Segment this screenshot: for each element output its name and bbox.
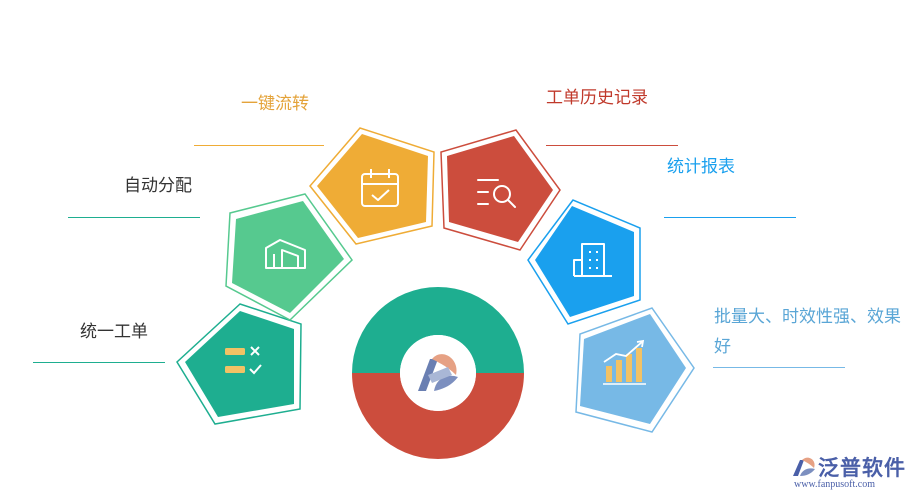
pentagon-statistics-report [527, 199, 641, 325]
pentagon-batch-efficiency [575, 307, 695, 433]
report-building-icon [573, 243, 612, 277]
underline-auto-dispatch [68, 217, 200, 218]
label-one-click-flow: 一键流转 [241, 94, 309, 114]
pentagon-one-click-flow [309, 127, 435, 245]
underline-unified-workorder [33, 362, 165, 363]
label-statistics-report: 统计报表 [667, 157, 735, 177]
underline-batch-efficiency [713, 367, 845, 368]
search-list-icon [477, 179, 516, 208]
brand-logo-icon [793, 457, 815, 476]
label-batch-efficiency: 批量大、时效性强、效果好 [714, 307, 901, 357]
pentagon-auto-dispatch [225, 193, 353, 321]
brand-name: 泛普软件 [818, 456, 906, 480]
bar-chart-trend-icon [603, 339, 646, 385]
checklist-icon [225, 346, 262, 375]
building-icon [265, 239, 306, 269]
underline-one-click-flow [194, 145, 324, 146]
calendar-check-icon [361, 169, 399, 207]
underline-workorder-history [546, 145, 678, 146]
center-ring-top [352, 287, 524, 373]
label-unified-workorder: 统一工单 [80, 322, 148, 342]
label-auto-dispatch: 自动分配 [124, 176, 192, 196]
label-workorder-history: 工单历史记录 [546, 88, 648, 108]
brand-watermark: 泛普软件 www.fanpusoft.com [790, 452, 915, 494]
brand-url: www.fanpusoft.com [794, 479, 876, 490]
center-ring [352, 287, 524, 459]
underline-statistics-report [664, 217, 796, 218]
logo-icon [418, 354, 458, 391]
pentagon-workorder-history [440, 129, 561, 251]
pentagon-unified-workorder [176, 303, 302, 425]
center-ring-bottom [352, 373, 524, 459]
